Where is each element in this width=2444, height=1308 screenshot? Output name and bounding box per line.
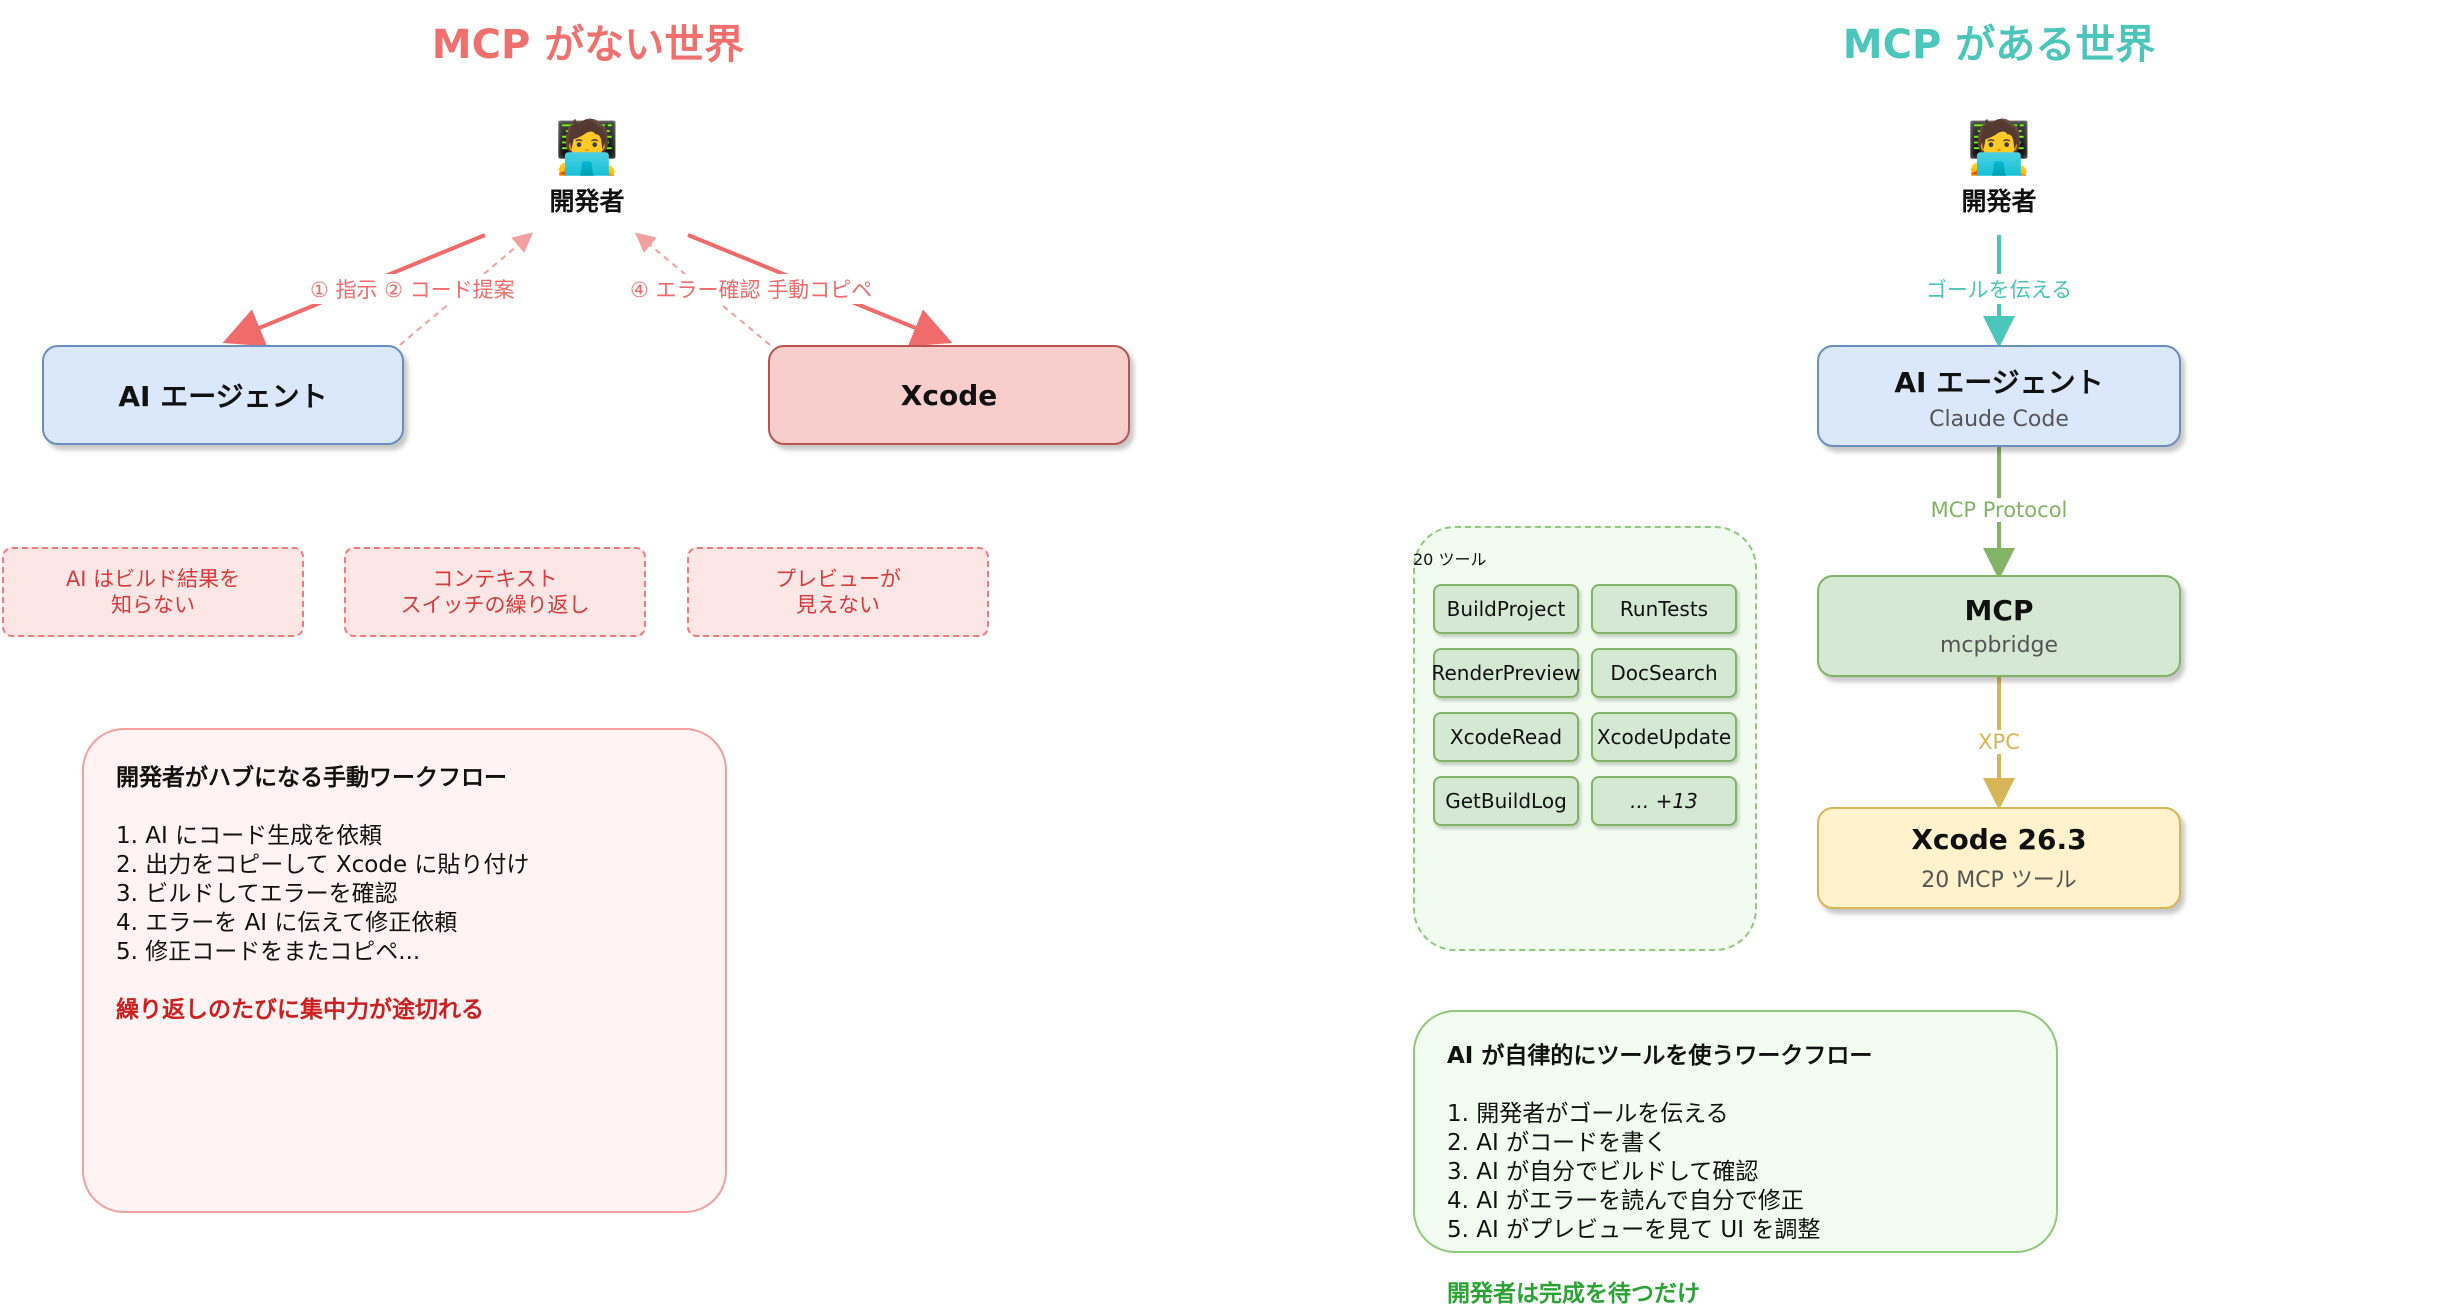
ai-agent-title: AI エージェント	[1894, 365, 2104, 399]
pain-line: 知らない	[110, 593, 195, 617]
workflow-step: 2. AI がコードを書く	[1447, 1130, 1668, 1156]
workflow-steps: 1. 開発者がゴールを伝える 2. AI がコードを書く 3. AI が自分でビ…	[1447, 1100, 2024, 1245]
pain-line: コンテキスト	[432, 567, 558, 591]
right-title: MCP がある世界	[1842, 22, 2156, 68]
xcode-box-left: Xcode	[768, 345, 1130, 445]
xpc-label: XPC	[1949, 730, 2049, 754]
mcp-subtitle: mcpbridge	[1939, 633, 2059, 658]
pain-line: プレビューが	[775, 567, 901, 591]
ai-agent-label: AI エージェント	[118, 380, 328, 413]
xcode-side-arrow-label: ④ エラー確認 手動コピペ	[630, 274, 873, 304]
workflow-step: 5. AI がプレビューを見て UI を調整	[1447, 1217, 1821, 1243]
tool-xcode-update: XcodeUpdate	[1591, 712, 1737, 762]
workflow-steps: 1. AI にコード生成を依頼 2. 出力をコピーして Xcode に貼り付け …	[116, 822, 693, 967]
ai-agent-box-left: AI エージェント	[42, 345, 404, 445]
xcode-version-title: Xcode 26.3	[1911, 822, 2087, 856]
pain-line: 見えない	[796, 593, 880, 617]
workflow-heading: 開発者がハブになる手動ワークフロー	[116, 765, 507, 791]
workflow-step: 3. ビルドしてエラーを確認	[116, 881, 398, 907]
tool-more: ... +13	[1591, 776, 1737, 826]
workflow-step: 3. AI が自分でビルドして確認	[1447, 1159, 1759, 1185]
workflow-step: 2. 出力をコピーして Xcode に貼り付け	[116, 852, 530, 878]
tool-run-tests: RunTests	[1591, 584, 1737, 634]
autonomous-workflow-panel: AI が自律的にツールを使うワークフロー 1. 開発者がゴールを伝える 2. A…	[1413, 1010, 2058, 1253]
manual-workflow-panel: 開発者がハブになる手動ワークフロー 1. AI にコード生成を依頼 2. 出力を…	[82, 728, 727, 1213]
xcode-tools-subtitle: 20 MCP ツール	[1921, 867, 2077, 893]
pain-line: AI はビルド結果を	[65, 567, 241, 591]
pain-point-context: コンテキストスイッチの繰り返し	[344, 547, 646, 637]
ai-side-arrow-label: ① 指示 ② コード提案	[310, 274, 515, 304]
mcp-title: MCP	[1964, 594, 2034, 627]
tool-xcode-read: XcodeRead	[1433, 712, 1579, 762]
left-title: MCP がない世界	[431, 22, 745, 68]
developer-icon: 🧑‍💻	[1966, 118, 2032, 178]
developer-label: 開発者	[1961, 187, 2037, 216]
workflow-step: 4. エラーを AI に伝えて修正依頼	[116, 910, 458, 936]
arrow-error-check	[634, 232, 771, 346]
tool-doc-search: DocSearch	[1591, 648, 1737, 698]
tools-heading: 20 ツール	[1413, 550, 1487, 569]
developer-icon: 🧑‍💻	[554, 118, 620, 178]
workflow-conclusion: 繰り返しのたびに集中力が途切れる	[116, 997, 484, 1023]
mcp-protocol-label: MCP Protocol	[1899, 498, 2099, 522]
workflow-step: 1. AI にコード生成を依頼	[116, 823, 383, 849]
workflow-step: 1. 開発者がゴールを伝える	[1447, 1101, 1729, 1127]
tool-render-preview: RenderPreview	[1431, 648, 1581, 698]
right-conclusion: 開発者は完成を待つだけ	[1447, 1281, 1700, 1307]
ai-agent-box-right: AI エージェント Claude Code	[1817, 345, 2181, 447]
developer-label: 開発者	[549, 187, 625, 216]
pain-point-build: AI はビルド結果を知らない	[2, 547, 304, 637]
workflow-heading: AI が自律的にツールを使うワークフロー	[1447, 1043, 1873, 1069]
xcode-box-right: Xcode 26.3 20 MCP ツール	[1817, 807, 2181, 909]
ai-agent-subtitle: Claude Code	[1929, 406, 2069, 432]
workflow-step: 4. AI がエラーを読んで自分で修正	[1447, 1188, 1804, 1214]
mcp-box: MCP mcpbridge	[1817, 575, 2181, 677]
tool-build-project: BuildProject	[1433, 584, 1579, 634]
workflow-step: 5. 修正コードをまたコピペ...	[116, 939, 421, 965]
pain-line: スイッチの繰り返し	[400, 593, 590, 617]
xcode-label: Xcode	[900, 378, 998, 412]
tool-get-build-log: GetBuildLog	[1433, 776, 1579, 826]
pain-point-preview: プレビューが見えない	[687, 547, 989, 637]
goal-arrow-label: ゴールを伝える	[1899, 274, 2099, 304]
